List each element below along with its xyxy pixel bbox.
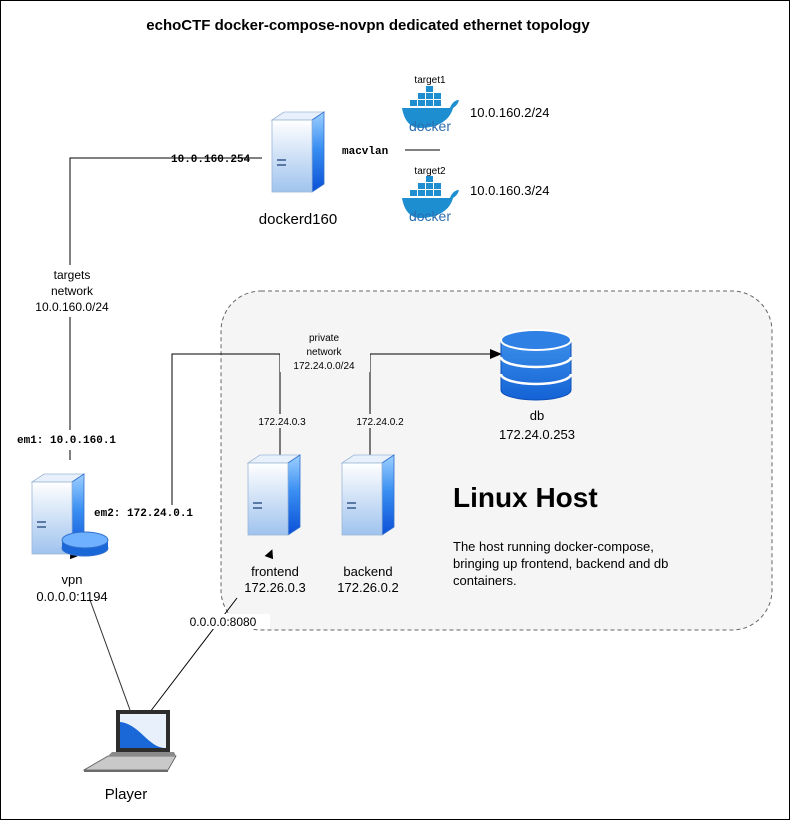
backend-ip: 172.26.0.2 (337, 580, 398, 595)
frontend-private-ip: 172.24.0.3 (258, 417, 306, 428)
db-arrowhead (490, 349, 502, 359)
db-ip: 172.24.0.253 (499, 427, 575, 442)
linux-host-title: Linux Host (453, 482, 598, 513)
player-web-port: 0.0.0.0:8080 (190, 615, 257, 629)
frontend-arrowhead (264, 549, 274, 560)
dockerd-server-icon (271, 111, 325, 193)
target2-name: target2 (414, 166, 446, 177)
target2-logo-text: docker (409, 208, 451, 224)
targets-network-link (69, 157, 270, 435)
web-port-bg (178, 614, 270, 629)
vpn-em1-label: em1: 10.0.160.1 (17, 435, 116, 447)
dockerd-ip-label: 10.0.160.254 (171, 154, 251, 166)
diagram-title: echoCTF docker-compose-novpn dedicated e… (146, 17, 590, 34)
linux-host-desc-line3: containers. (453, 573, 517, 588)
private-network-line1: private (309, 333, 339, 344)
private-network-bg (280, 330, 370, 372)
targets-network-line3: 10.0.160.0/24 (35, 300, 109, 314)
em2-bg (92, 505, 212, 520)
private-network-line2: network (306, 347, 342, 358)
db-name: db (530, 408, 544, 423)
backend-name: backend (343, 564, 392, 579)
backend-private-ip-bg (348, 414, 410, 428)
laptop-icon (82, 710, 177, 772)
frontend-ip: 172.26.0.3 (244, 580, 305, 595)
targets-network-line2: network (51, 284, 94, 298)
db-database-icon (499, 329, 573, 401)
vpn-em2-label: em2: 172.24.0.1 (94, 508, 193, 520)
dockerd-label: dockerd160 (259, 211, 337, 228)
vpn-listen: 0.0.0.0:1194 (36, 589, 107, 604)
player-label: Player (105, 786, 148, 803)
target2-ip: 10.0.160.3/24 (470, 183, 550, 198)
target1-logo-text: docker (409, 118, 451, 134)
linux-host-desc-line2: bringing up frontend, backend and db (453, 556, 668, 571)
em1-bg (14, 430, 144, 446)
linux-host-box (220, 290, 773, 631)
frontend-server-icon (247, 454, 301, 536)
targets-network-bg (30, 265, 115, 317)
linux-host-desc-line1: The host running docker-compose, (453, 539, 654, 554)
frontend-name: frontend (251, 564, 299, 579)
vpn-name: vpn (62, 572, 83, 587)
backend-private-ip: 172.24.0.2 (356, 417, 404, 428)
vpn-server-icon (31, 473, 109, 557)
target1-ip: 10.0.160.2/24 (470, 105, 550, 120)
targets-network-line1: targets (54, 268, 91, 282)
backend-server-icon (341, 454, 395, 536)
macvlan-label: macvlan (342, 146, 388, 158)
player-vpn-link (89, 599, 131, 711)
private-network-line3: 172.24.0.0/24 (293, 361, 355, 372)
frontend-private-ip-bg (250, 414, 312, 428)
target1-name: target1 (414, 75, 446, 86)
